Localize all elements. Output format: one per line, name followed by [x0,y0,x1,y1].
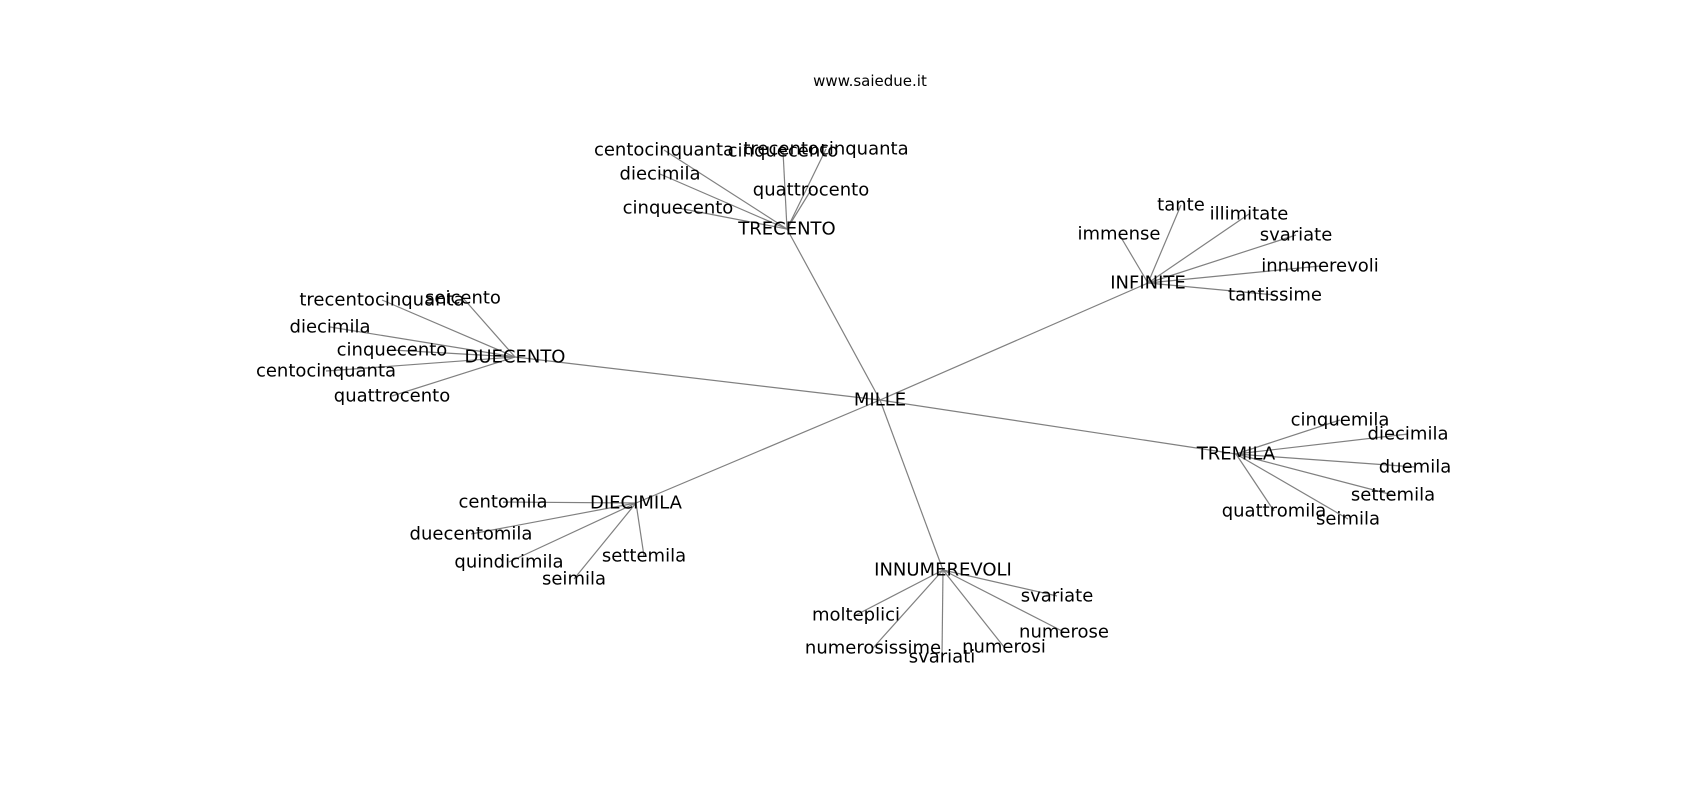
node-leaf: numerose [1019,622,1109,643]
edge-hub-to-leaf [391,349,516,358]
node-leaf: illimitate [1210,204,1289,225]
node-leaf: seimila [1316,509,1380,530]
edge-center-to-hub [879,282,1149,401]
node-leaf: duecentomila [410,524,533,545]
edge-hub-to-leaf [942,569,1005,648]
node-leaf: cinquecento [728,141,839,162]
node-leaf: trecentocinquanta [743,139,908,160]
node-leaf: centomila [458,492,547,513]
node-hub: INNUMEREVOLI [874,560,1012,581]
node-hub: DIECIMILA [590,493,683,514]
edge-hub-to-leaf [1235,453,1416,468]
node-leaf: tante [1157,195,1205,216]
node-leaf: cinquecento [337,340,448,361]
edge-hub-to-leaf [635,502,645,557]
edge-center-to-hub [635,399,881,504]
node-leaf: svariati [909,647,976,668]
node-hub: DUECENTO [465,347,566,368]
edge-hub-to-leaf [941,569,944,658]
edge-hub-to-leaf [1235,453,1394,496]
node-leaf: quattromila [1222,501,1327,522]
node-leaf: svariate [1260,225,1333,246]
edge-hub-to-leaf [1235,433,1409,455]
node-leaf: centocinquanta [594,140,734,161]
node-leaf: seimila [542,569,606,590]
edge-hub-to-leaf [1147,282,1276,296]
node-leaf: quindicimila [454,552,563,573]
node-leaf: seicento [425,288,501,309]
edge-hub-to-leaf [786,189,812,230]
node-leaf: diecimila [620,164,701,185]
edge-hub-to-leaf [381,299,516,358]
edge-center-to-hub [879,399,944,571]
edge-hub-to-leaf [462,297,516,358]
edge-hub-to-leaf [786,148,827,230]
edge-hub-to-leaf [1118,233,1149,284]
node-hub: INFINITE [1110,273,1186,294]
node-leaf: centocinquanta [256,361,396,382]
edge-hub-to-leaf [508,502,637,563]
node-leaf: quattrocento [753,180,869,201]
node-leaf: cinquemila [1291,410,1390,431]
node-leaf: settemila [1351,485,1435,506]
node-hub: TRECENTO [737,219,835,240]
edge-hub-to-leaf [1147,213,1250,284]
node-leaf: svariate [1021,586,1094,607]
node-leaf: settemila [602,546,686,567]
node-leaf: innumerevoli [1261,256,1379,277]
node-leaf: molteplici [812,605,900,626]
edge-center-to-hub [786,228,881,401]
edge-hub-to-leaf [659,173,788,230]
node-leaf: duemila [1379,457,1451,478]
node-leaf: quattrocento [334,386,450,407]
node-leaf: immense [1077,224,1160,245]
edge-hub-to-leaf [391,356,516,397]
edge-center-to-hub [879,399,1237,455]
source-watermark: www.saiedue.it [813,72,927,90]
edge-hub-to-leaf [872,569,944,649]
edge-hub-to-leaf [942,569,1058,597]
edge-hub-to-leaf [1235,453,1275,512]
edge-hub-to-leaf [329,326,516,358]
edge-hub-to-leaf [470,502,637,535]
edge-hub-to-leaf [1147,265,1321,284]
node-leaf: diecimila [290,317,371,338]
edge-hub-to-leaf [1147,204,1182,284]
edge-hub-to-leaf [782,150,788,230]
edge-hub-to-leaf [1147,234,1297,284]
edge-hub-to-leaf [677,207,788,230]
node-leaf: cinquecento [623,198,734,219]
edge-hub-to-leaf [573,502,637,580]
node-leaf: trecentocinquanta [299,290,464,311]
edge-hub-to-leaf [1235,453,1349,520]
edge-hub-to-leaf [325,356,516,372]
edge-center-to-hub [514,356,881,401]
node-leaf: diecimila [1368,424,1449,445]
edge-hub-to-leaf [942,569,1065,633]
node-leaf: tantissime [1228,285,1322,306]
edge-hub-to-leaf [663,149,788,230]
edge-hub-to-leaf [1235,419,1341,455]
node-hub: TREMILA [1196,444,1276,465]
node-leaf: numerosissime [805,638,941,659]
edge-hub-to-leaf [855,569,944,616]
node-leaf: numerosi [962,637,1046,658]
edge-hub-to-leaf [502,501,637,504]
node-center: MILLE [854,390,906,411]
